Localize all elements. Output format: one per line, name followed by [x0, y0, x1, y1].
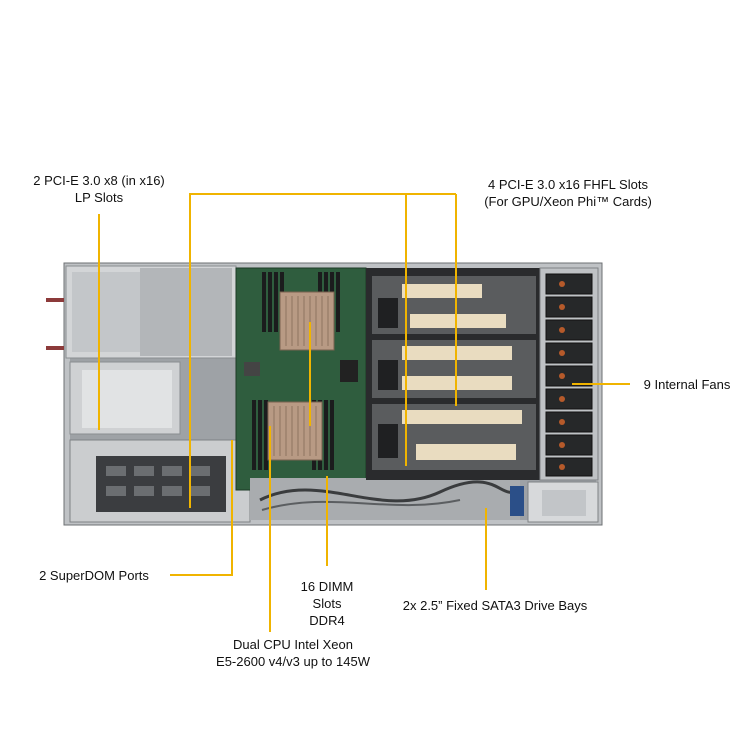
- callout-internal-fans: 9 Internal Fans: [643, 377, 731, 392]
- cpu-heatsink-2: [267, 401, 323, 461]
- callout-lp-slots: 2 PCI-E 3.0 x8 (in x16) LP Slots: [33, 173, 165, 205]
- cpu-heatsink-1: [279, 291, 335, 351]
- power-cable-top: [46, 298, 64, 302]
- gpu-cards: [372, 276, 536, 470]
- vent-grid: [96, 456, 226, 512]
- callout-fhfl-slots: 4 PCI-E 3.0 x16 FHFL Slots (For GPU/Xeon…: [484, 177, 652, 209]
- callout-dual-cpu: Dual CPU Intel Xeon E5-2600 v4/v3 up to …: [216, 637, 370, 669]
- callout-superdom-ports: 2 SuperDOM Ports: [39, 568, 149, 583]
- leader-lines: [98, 193, 630, 632]
- callout-drive-bays: 2x 2.5” Fixed SATA3 Drive Bays: [402, 598, 588, 613]
- callout-dimm-slots: 16 DIMM Slots DDR4: [300, 579, 354, 628]
- power-cable-bottom: [46, 346, 64, 350]
- fan-units: [545, 273, 593, 477]
